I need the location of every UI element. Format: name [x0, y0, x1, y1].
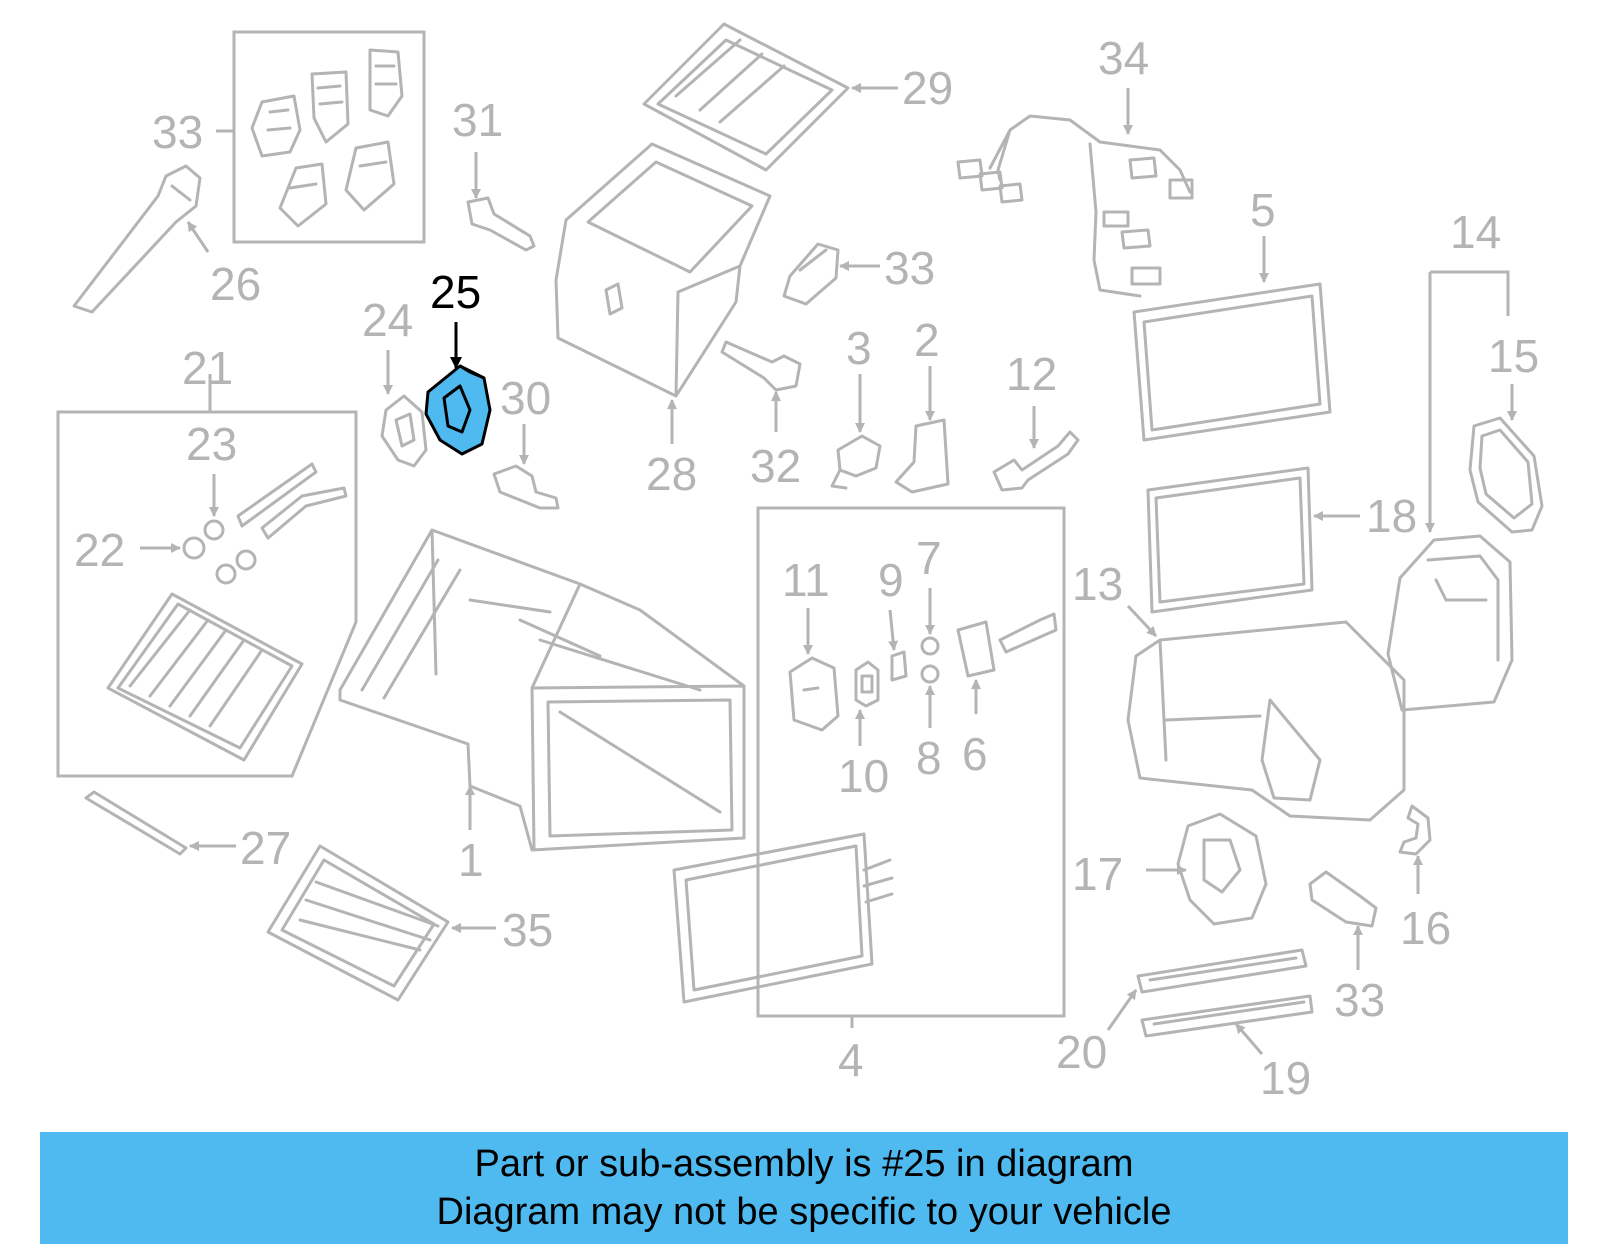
- callout-34: 34: [1098, 32, 1149, 84]
- part-21-heater-core: [106, 462, 348, 762]
- banner-line-2: Diagram may not be specific to your vehi…: [436, 1191, 1172, 1233]
- callout-14: 14: [1450, 206, 1501, 258]
- switch-group-box: [232, 30, 426, 244]
- part-34-wiring-harness: [956, 114, 1194, 298]
- part-2-bracket: [894, 418, 950, 494]
- part-28-upper-housing: [554, 142, 772, 398]
- callout-25: 25: [430, 266, 481, 318]
- part-35-heater-element: [266, 844, 450, 1002]
- callout-16: 16: [1400, 902, 1451, 954]
- part-13-housing: [1126, 620, 1406, 822]
- callout-24: 24: [362, 294, 413, 346]
- callout-1: 1: [458, 834, 484, 886]
- callout-35: 35: [502, 904, 553, 956]
- part-17-blower-motor: [1176, 812, 1268, 926]
- part-15-seal: [1468, 416, 1544, 534]
- part-33-lower-switch: [1308, 870, 1378, 928]
- part-29-filter-frame: [642, 22, 850, 172]
- callout-12: 12: [1006, 348, 1057, 400]
- banner-line-1: Part or sub-assembly is #25 in diagram: [474, 1143, 1134, 1185]
- callout-2: 2: [914, 314, 940, 366]
- part-25-highlighted: [424, 364, 492, 456]
- callout-23: 23: [186, 418, 237, 470]
- part-23-o-ring: [203, 519, 257, 585]
- callout-33-top: 33: [152, 106, 203, 158]
- callout-18: 18: [1366, 490, 1417, 542]
- leader-lines: [140, 83, 1517, 1055]
- callout-22: 22: [74, 524, 125, 576]
- part-19-seal-strip: [1140, 994, 1314, 1038]
- part-24-gasket: [380, 394, 428, 468]
- part-3-actuator: [830, 434, 882, 490]
- part-8-o-ring: [920, 664, 940, 684]
- callout-28: 28: [646, 448, 697, 500]
- part-33-switches: [250, 48, 404, 228]
- part-1-main-housing: [338, 528, 746, 852]
- callout-26: 26: [210, 258, 261, 310]
- callout-13: 13: [1072, 558, 1123, 610]
- callout-31: 31: [452, 94, 503, 146]
- callout-19: 19: [1260, 1052, 1311, 1104]
- callout-3: 3: [846, 322, 872, 374]
- callout-21: 21: [182, 342, 233, 394]
- callout-32: 32: [750, 440, 801, 492]
- part-30-sensor: [492, 464, 560, 510]
- callout-10: 10: [838, 750, 889, 802]
- part-20-seal-strip: [1136, 948, 1308, 994]
- evaporator-group-box: [756, 506, 1066, 1018]
- part-5-cabin-filter: [1132, 282, 1332, 442]
- part-10-seal: [854, 660, 880, 708]
- part-33-mid-switch: [782, 242, 840, 306]
- part-4-evaporator: [672, 832, 894, 1004]
- heater-core-group-box: [56, 410, 358, 778]
- part-26-cable: [72, 164, 202, 314]
- callout-15: 15: [1488, 330, 1539, 382]
- part-7-o-ring: [920, 636, 940, 656]
- callout-11: 11: [782, 554, 830, 606]
- callout-33-mid: 33: [884, 242, 935, 294]
- callout-17: 17: [1072, 848, 1123, 900]
- callout-4: 4: [838, 1034, 864, 1086]
- callout-20: 20: [1056, 1026, 1107, 1078]
- part-12-bolt: [992, 430, 1080, 492]
- callout-6: 6: [962, 728, 988, 780]
- callout-8: 8: [916, 732, 942, 784]
- part-31-sensor: [466, 196, 536, 252]
- part-22-o-ring: [182, 536, 206, 560]
- callout-7: 7: [916, 532, 942, 584]
- callout-9: 9: [878, 554, 904, 606]
- callout-33-bottom: 33: [1334, 974, 1385, 1026]
- part-11-seal: [788, 656, 840, 732]
- callout-5: 5: [1250, 184, 1276, 236]
- callout-30: 30: [500, 372, 551, 424]
- info-banner: Part or sub-assembly is #25 in diagram D…: [40, 1132, 1568, 1244]
- callout-29: 29: [902, 62, 953, 114]
- part-18-filter: [1146, 466, 1314, 614]
- part-14-blower-housing: [1386, 534, 1514, 712]
- part-32-sensor: [720, 340, 802, 392]
- part-6-expansion-valve: [956, 612, 1058, 678]
- part-27-rod: [84, 790, 188, 856]
- callout-27: 27: [240, 822, 291, 874]
- part-9-clip: [890, 650, 908, 682]
- part-16-clip: [1398, 804, 1432, 856]
